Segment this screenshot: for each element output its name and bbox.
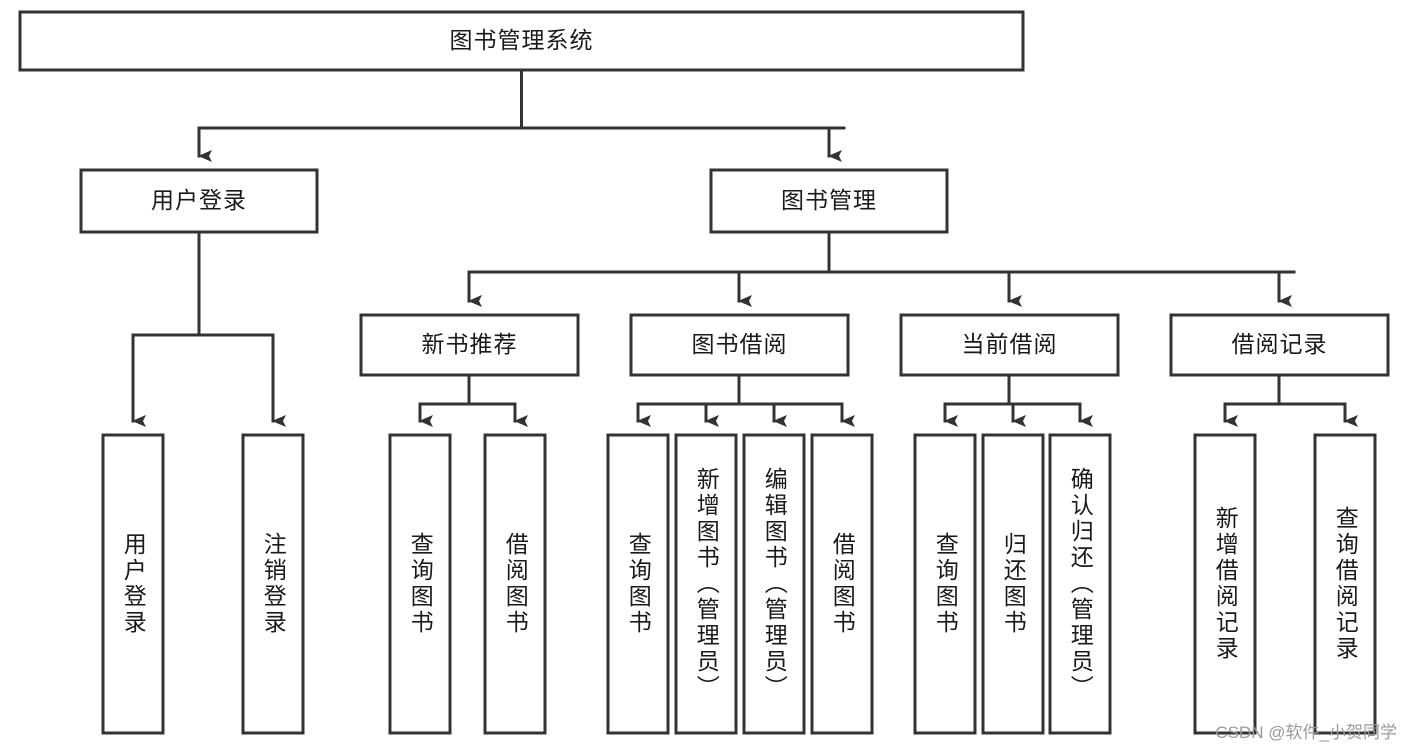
leaf-box-4[interactable] — [606, 433, 670, 735]
leaf-box-8[interactable] — [913, 433, 977, 735]
leaf-box-10[interactable] — [1048, 433, 1112, 735]
leaf-box-11[interactable] — [1193, 433, 1257, 735]
leaf-box-9[interactable] — [981, 433, 1045, 735]
level3-box-1[interactable] — [629, 313, 850, 377]
leaf-box-1[interactable] — [241, 433, 305, 735]
level3-box-2[interactable] — [899, 313, 1120, 377]
node-box-group — [18, 10, 1390, 735]
level3-box-3[interactable] — [1169, 313, 1390, 377]
root-box-0[interactable] — [18, 10, 1025, 72]
level2-box-0[interactable] — [79, 168, 319, 234]
leaf-box-5[interactable] — [674, 433, 738, 735]
leaf-box-3[interactable] — [483, 433, 547, 735]
level3-box-0[interactable] — [359, 313, 580, 377]
level2-box-1[interactable] — [709, 168, 949, 234]
leaf-box-6[interactable] — [742, 433, 806, 735]
leaf-box-7[interactable] — [810, 433, 874, 735]
leaf-box-2[interactable] — [388, 433, 452, 735]
leaf-box-0[interactable] — [101, 433, 165, 735]
connector-group — [131, 68, 1358, 427]
watermark-text: CSDN @软件_小贺同学 — [1215, 723, 1397, 742]
leaf-box-12[interactable] — [1313, 433, 1377, 735]
